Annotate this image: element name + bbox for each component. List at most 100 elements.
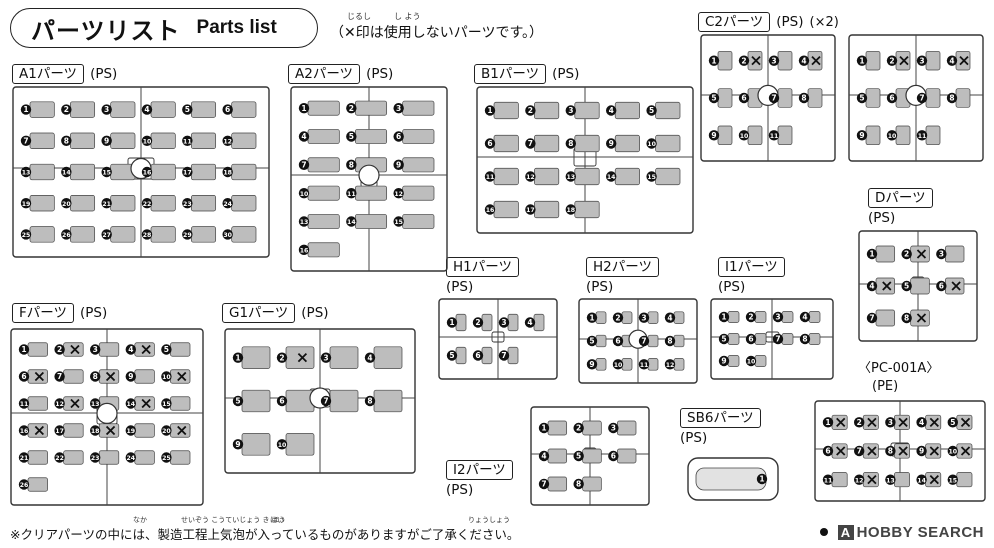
- a2-marker-16-dot: [298, 244, 310, 256]
- h2-marker-2: 2: [612, 312, 624, 323]
- i2-marker-7-num: 7: [541, 480, 546, 489]
- label-h2-material: (PS): [586, 279, 614, 295]
- c2b-part-1: [865, 50, 881, 71]
- f-marker-23-num: 23: [91, 455, 100, 462]
- h1-marker-5: 5: [446, 350, 458, 361]
- f-part-3: [98, 342, 120, 357]
- a1-marker-21-num: 21: [102, 201, 111, 208]
- f-marker-3-num: 3: [93, 345, 98, 354]
- f-marker-22-dot: [54, 452, 65, 463]
- a1-part-14: [69, 163, 96, 181]
- a2-marker-7-dot: [298, 159, 310, 171]
- f-part-12: [63, 396, 84, 411]
- h2-marker-12-num: 12: [666, 362, 675, 369]
- i2-marker-3-num: 3: [611, 424, 616, 433]
- c2b-part-11: [925, 125, 941, 146]
- label-a1-name: A1パーツ: [12, 64, 85, 84]
- f-part-4: [134, 342, 155, 357]
- label-f-material: (PS): [80, 305, 108, 321]
- a1-marker-1-num: 1: [23, 105, 28, 114]
- sb6-marker-1-dot: [756, 473, 768, 485]
- f-unused-x-3: [105, 371, 116, 382]
- a2-part-16: [307, 242, 340, 258]
- h2-marker-11: 11: [638, 359, 650, 370]
- h1-part-7: [507, 346, 519, 365]
- b1-marker-10-dot: [646, 138, 657, 149]
- pc-part-11: [831, 472, 848, 488]
- f-gate-circle: [96, 402, 118, 424]
- a2-marker-16-num: 16: [300, 247, 309, 254]
- g1-marker-8: 8: [364, 395, 376, 407]
- f-part-9: [134, 369, 155, 384]
- d-unused-x-1: [882, 281, 892, 291]
- a1-marker-16: 16: [141, 166, 153, 178]
- h2-marker-8-num: 8: [667, 337, 672, 346]
- g1-marker-5-num: 5: [235, 397, 240, 406]
- c2a-part-10: [747, 125, 763, 146]
- f-marker-13: 13: [90, 398, 101, 409]
- h1-marker-6-dot: [472, 350, 484, 361]
- i2-marker-1-dot: [538, 422, 550, 434]
- pc-marker-1: 1: [822, 417, 834, 428]
- label-pc-material: (PE): [872, 379, 899, 394]
- f-marker-1-dot: [18, 344, 30, 355]
- h1-marker-1: 1: [446, 317, 458, 328]
- b1-marker-15-dot: [646, 171, 657, 182]
- pc-marker-7: 7: [854, 445, 865, 457]
- h1-part-3: [507, 313, 519, 332]
- a1-marker-10-num: 10: [143, 138, 152, 145]
- a1-marker-7-dot: [20, 135, 32, 146]
- c2a-marker-1-num: 1: [711, 56, 716, 65]
- c2b-marker-6-num: 6: [889, 94, 894, 103]
- f-marker-4-dot: [125, 344, 136, 355]
- a1-marker-12: 12: [222, 135, 233, 146]
- c2a-marker-6-num: 6: [741, 94, 746, 103]
- a1-marker-21-dot: [101, 198, 112, 209]
- b1-marker-12-num: 12: [526, 174, 535, 181]
- b1-part-10: [655, 134, 681, 153]
- pc-marker-12-num: 12: [855, 477, 864, 484]
- c2a-marker-2-num: 2: [741, 56, 746, 65]
- d-marker-6-dot: [936, 280, 947, 292]
- label-i2-material: (PS): [446, 482, 474, 498]
- h2-marker-4-dot: [664, 312, 676, 323]
- c2b-marker-2-dot: [886, 55, 898, 66]
- b1-part-2: [534, 101, 560, 120]
- c2b-marker-3: 3: [916, 55, 928, 66]
- b1-part-1: [493, 101, 519, 120]
- a1-marker-27-num: 27: [102, 232, 111, 239]
- a1-part-25: [29, 226, 55, 243]
- unused-parts-note: じるし し よう （✕印は使用しないパーツです。）: [330, 12, 543, 42]
- a1-marker-9-num: 9: [104, 136, 109, 145]
- f-marker-1-num: 1: [21, 345, 26, 354]
- i1-marker-5: 5: [718, 333, 730, 345]
- b1-part-14: [614, 167, 640, 186]
- label-c2-multiplier: (×2): [809, 14, 839, 30]
- g1-part-2: [285, 346, 315, 369]
- a1-marker-4: 4: [141, 104, 153, 115]
- f-part-18: [98, 423, 120, 438]
- c2a-marker-11: 11: [768, 130, 780, 141]
- b1-marker-10: 10: [646, 138, 657, 149]
- d-marker-8: 8: [901, 312, 912, 324]
- label-b1: B1パーツ (PS): [474, 64, 579, 84]
- f-marker-3: 3: [90, 344, 101, 355]
- h2-marker-6: 6: [612, 335, 624, 347]
- f-marker-23-dot: [90, 452, 101, 463]
- a1-marker-13-dot: [20, 166, 32, 178]
- a1-part-1: [29, 101, 55, 118]
- i2-part-5: [582, 448, 602, 464]
- d-part-2: [910, 245, 930, 263]
- f-unused-x-8: [105, 425, 116, 436]
- d-marker-1-num: 1: [869, 250, 874, 259]
- c2a-marker-5-num: 5: [711, 94, 716, 103]
- h2-marker-12-dot: [664, 359, 676, 370]
- a2-marker-5: 5: [346, 131, 357, 142]
- a1-marker-23-dot: [182, 198, 193, 209]
- b1-marker-2-dot: [525, 105, 536, 116]
- f-marker-3-dot: [90, 344, 101, 355]
- c2a-marker-4-num: 4: [801, 56, 806, 65]
- d-marker-8-num: 8: [904, 314, 909, 323]
- b1-marker-6: 6: [484, 138, 496, 149]
